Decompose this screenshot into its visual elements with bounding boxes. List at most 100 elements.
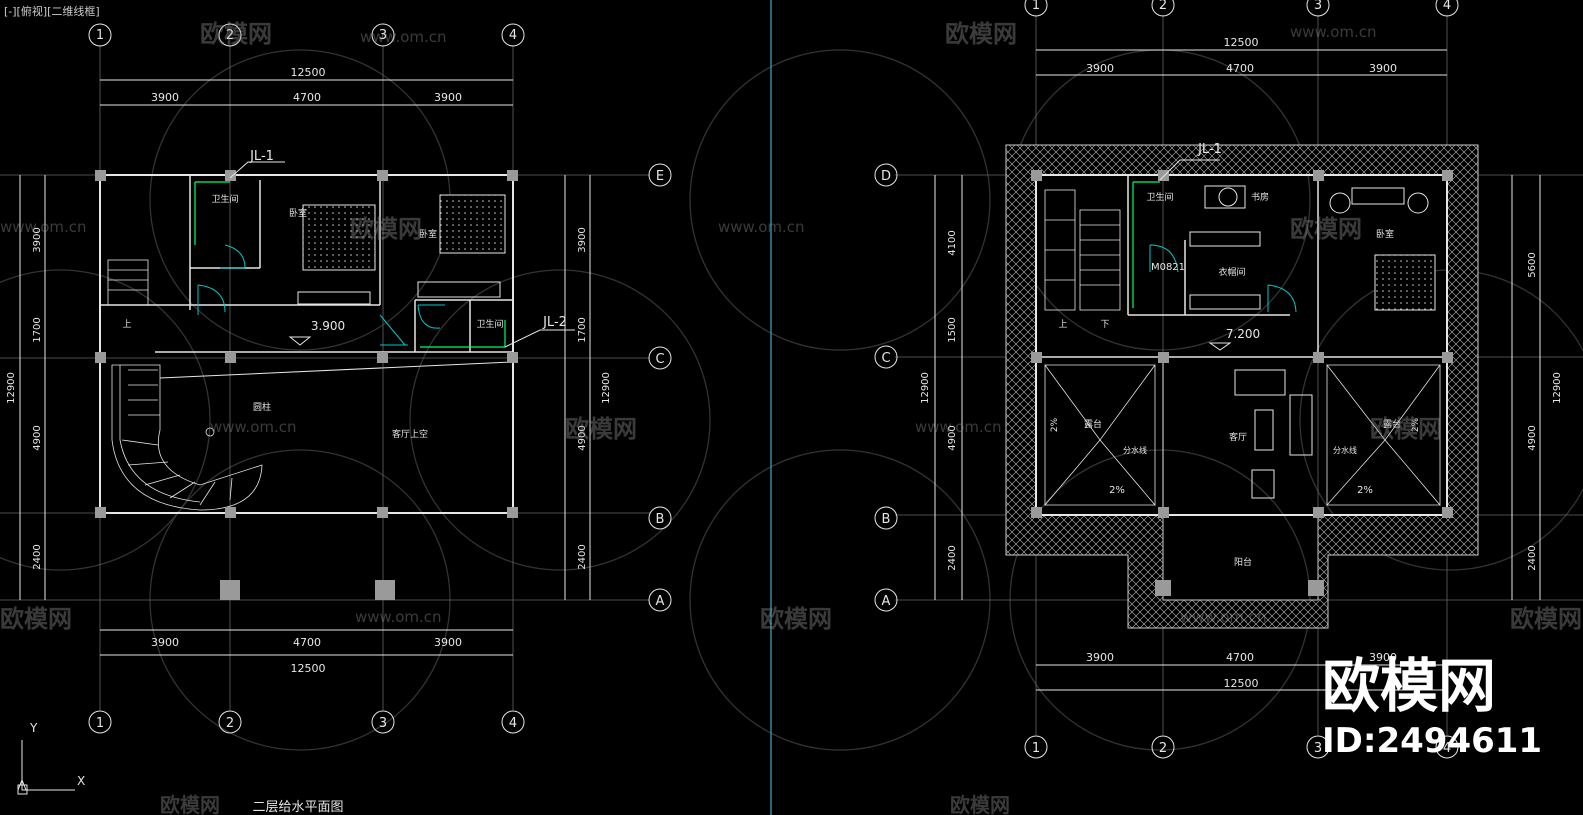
axis-E-left: E (656, 169, 664, 184)
left-total-depth: 12900 (6, 372, 17, 404)
plan-right-texts: 12500 3900 4700 3900 3900 4700 3900 1250… (881, 0, 1563, 756)
left-level: 3.900 (311, 319, 345, 333)
watermark-brand: 欧模网 (565, 415, 637, 443)
label-bath-2: 卫生间 (476, 318, 503, 330)
label-ridge-2: 分水线 (1333, 445, 1357, 455)
right-rdim-2: 4900 (1527, 425, 1538, 450)
axis-3-bottom-left: 3 (379, 716, 387, 731)
right-bottom-bay-2: 4700 (1226, 651, 1254, 664)
label-terrace-1: 露台 (1084, 418, 1102, 430)
plan-right (874, 0, 1583, 759)
right-dim-4: 2400 (947, 545, 958, 570)
watermark-brand: 欧模网 (760, 605, 832, 633)
watermark-brand: 欧模网 (1290, 215, 1362, 243)
axis-1-top-left: 1 (96, 28, 104, 43)
left-rtotal-depth: 12900 (601, 372, 612, 404)
right-dim-3: 4900 (947, 425, 958, 450)
viewport-label[interactable]: [-][俯视][二维线框] (4, 5, 100, 18)
label-jl1-right: JL-1 (1197, 142, 1222, 157)
right-total-width: 12500 (1224, 36, 1259, 49)
label-up-right: 上 (1058, 319, 1067, 330)
label-slope-4: 2% (1411, 417, 1421, 432)
right-dim-1: 4100 (947, 230, 958, 255)
right-rtotal-depth: 12900 (1552, 372, 1563, 404)
axis-4-top-left: 4 (509, 28, 517, 43)
left-bay-1: 3900 (151, 91, 179, 104)
axis-B-right: B (882, 512, 891, 527)
left-bottom-total: 12500 (291, 662, 326, 675)
axis-A-left: A (656, 594, 665, 609)
right-total-depth: 12900 (920, 372, 931, 404)
axis-2-top-left: 2 (226, 28, 234, 43)
label-jl1-left: JL-1 (249, 149, 274, 164)
label-living: 客厅 (1229, 431, 1247, 443)
axis-3-top-right: 3 (1314, 0, 1322, 13)
left-dim-4: 2400 (32, 544, 43, 569)
right-bay-2: 4700 (1226, 62, 1254, 75)
right-rdim-1: 5600 (1527, 252, 1538, 277)
right-level: 7.200 (1226, 327, 1260, 341)
plan-left (0, 23, 672, 795)
label-closet: 衣帽间 (1218, 266, 1245, 278)
right-bay-3: 3900 (1369, 62, 1397, 75)
left-rdim-1: 3900 (577, 227, 588, 252)
left-bottom-bay-2: 4700 (293, 636, 321, 649)
axis-1-bottom-left: 1 (96, 716, 104, 731)
label-ridge-1: 分水线 (1123, 445, 1147, 455)
watermark-site: www.om.cn (1290, 23, 1377, 41)
left-bottom-bay-1: 3900 (151, 636, 179, 649)
watermark-brand: 欧模网 (1370, 415, 1442, 443)
watermark-brand: 欧模网 (950, 793, 1010, 815)
label-study: 书房 (1251, 191, 1269, 203)
label-bedroom-2: 卧室 (419, 228, 437, 240)
watermark-site: www.om.cn (1180, 608, 1267, 626)
watermark-brand: 欧模网 (945, 20, 1017, 48)
right-bay-1: 3900 (1086, 62, 1114, 75)
left-total-width: 12500 (291, 66, 326, 79)
axis-B-left: B (656, 512, 665, 527)
left-bay-2: 4700 (293, 91, 321, 104)
left-dim-1: 3900 (32, 227, 43, 252)
label-up-left: 上 (122, 319, 131, 330)
left-plan-title: 二层给水平面图 (252, 800, 343, 815)
axis-2-top-right: 2 (1159, 0, 1167, 13)
label-bath-right: 卫生间 (1146, 191, 1173, 203)
axis-3-top-left: 3 (379, 28, 387, 43)
axis-C-left: C (655, 352, 664, 367)
label-void: 客厅上空 (392, 428, 428, 440)
watermark-brand: 欧模网 (160, 793, 220, 815)
watermark-id: ID:2494611 (1322, 721, 1542, 761)
right-bottom-bay-3: 3900 (1369, 651, 1397, 664)
right-rdim-3: 2400 (1527, 545, 1538, 570)
axis-D-right: D (881, 169, 891, 184)
right-bottom-bay-1: 3900 (1086, 651, 1114, 664)
label-jl2: JL-2 (542, 315, 567, 330)
label-bedroom-right: 卧室 (1376, 228, 1394, 240)
watermark-brand: 欧模网 (200, 20, 272, 48)
label-door-m0821: M0821 (1151, 262, 1185, 273)
watermark-site: www.om.cn (210, 418, 297, 436)
label-slope-1: 2% (1109, 485, 1125, 496)
axis-C-right: C (881, 351, 890, 366)
label-bedroom-1: 卧室 (289, 207, 307, 219)
watermark-texts: 欧模网 www.om.cn 欧模网 www.om.cn www.om.cn 欧模… (0, 20, 1582, 815)
watermark-site: www.om.cn (355, 608, 442, 626)
label-slope-2: 2% (1357, 485, 1373, 496)
axis-1-top-right: 1 (1032, 0, 1040, 13)
label-bath-1: 卫生间 (211, 193, 238, 205)
label-down-right: 下 (1100, 320, 1109, 330)
watermark-brand: 欧模网 (350, 215, 422, 243)
watermark-brand: 欧模网 (0, 605, 72, 633)
left-dim-2: 1700 (32, 317, 43, 342)
axis-2-bottom-right: 2 (1159, 741, 1167, 756)
axis-4-top-right: 4 (1443, 0, 1451, 13)
axis-2-bottom-left: 2 (226, 716, 234, 731)
left-bay-3: 3900 (434, 91, 462, 104)
watermark-brand-large: 欧模网 (1322, 652, 1496, 720)
left-dim-3: 4900 (32, 425, 43, 450)
axis-1-bottom-right: 1 (1032, 741, 1040, 756)
label-column: 圆柱 (253, 401, 271, 413)
label-slope-3: 2% (1050, 417, 1060, 432)
ucs-y: Y (29, 721, 38, 735)
